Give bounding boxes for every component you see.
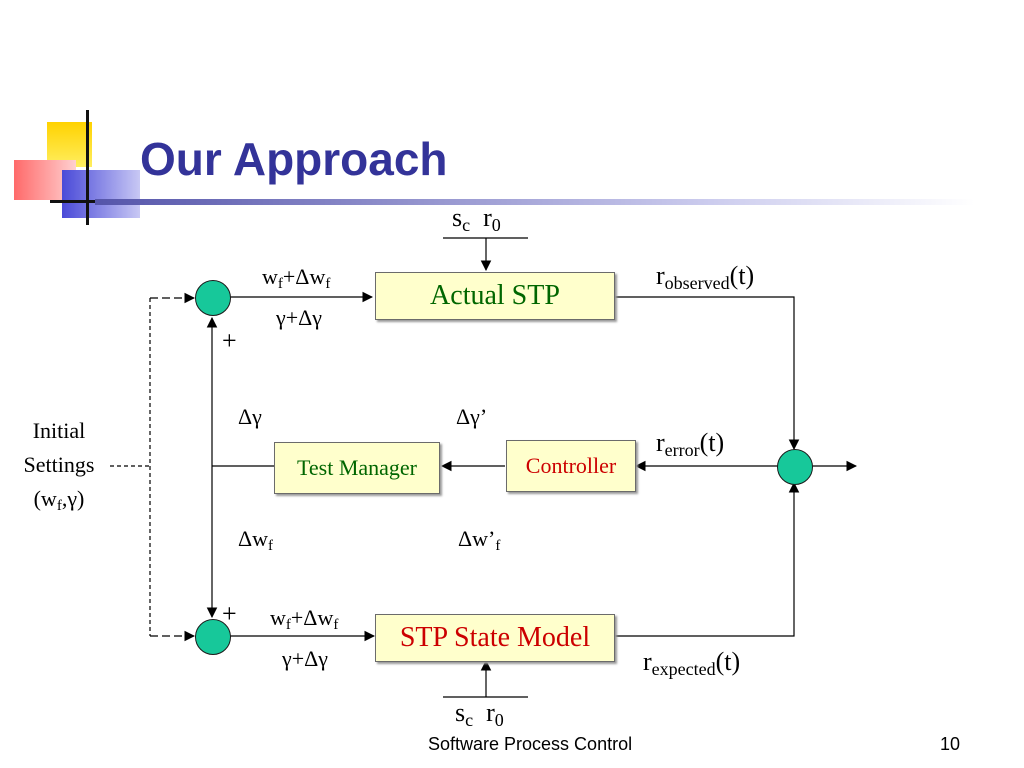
actual-stp-label: Actual STP (430, 280, 560, 311)
page-number: 10 (940, 734, 961, 754)
sum-node-top (195, 280, 231, 316)
test-manager-label: Test Manager (296, 455, 418, 480)
logo-horizontal-line (50, 200, 120, 203)
top-input-w-label: wf+Δwf (262, 264, 331, 292)
initial-settings-label: Initial Settings (wf,γ) (8, 414, 110, 516)
footer-text: Software Process Control (428, 734, 633, 754)
logo-yellow-square (47, 122, 92, 167)
test-manager-block: Test Manager (274, 442, 440, 494)
sc-r0-bottom-label: sc r0 (455, 698, 504, 730)
logo-decoration (0, 100, 160, 230)
actual-stp-block: Actual STP (375, 272, 615, 320)
bottom-input-gamma-label: γ+Δγ (282, 646, 328, 671)
plus-sign-lower: + (222, 599, 237, 628)
stp-state-model-label: STP State Model (399, 622, 591, 653)
r-error-label: rerror(t) (656, 428, 725, 460)
delta-w-prime-label: Δw’f (458, 526, 501, 554)
sum-node-right (777, 449, 813, 485)
r-observed-label: robserved(t) (656, 261, 755, 293)
top-input-gamma-label: γ+Δγ (276, 305, 322, 330)
r-expected-label: rexpected(t) (643, 647, 741, 679)
initial-settings-line3: (wf,γ) (33, 486, 85, 514)
sum-node-bottom (195, 619, 231, 655)
bottom-input-w-label: wf+Δwf (270, 605, 339, 633)
plus-sign-upper: + (222, 326, 237, 355)
controller-block: Controller (506, 440, 636, 492)
sc-r0-top-label: sc r0 (452, 203, 501, 235)
logo-blue-square (62, 170, 140, 218)
initial-settings-line1: Initial (32, 418, 86, 443)
delta-gamma-prime-label: Δγ’ (456, 404, 488, 429)
delta-gamma-label: Δγ (238, 404, 262, 429)
title-underline (95, 199, 975, 205)
delta-w-label: Δwf (238, 526, 274, 554)
page-title: Our Approach (140, 133, 448, 185)
initial-settings-line2: Settings (23, 452, 95, 477)
logo-vertical-line (86, 110, 89, 225)
stp-state-model-block: STP State Model (375, 614, 615, 662)
controller-label: Controller (525, 453, 617, 478)
